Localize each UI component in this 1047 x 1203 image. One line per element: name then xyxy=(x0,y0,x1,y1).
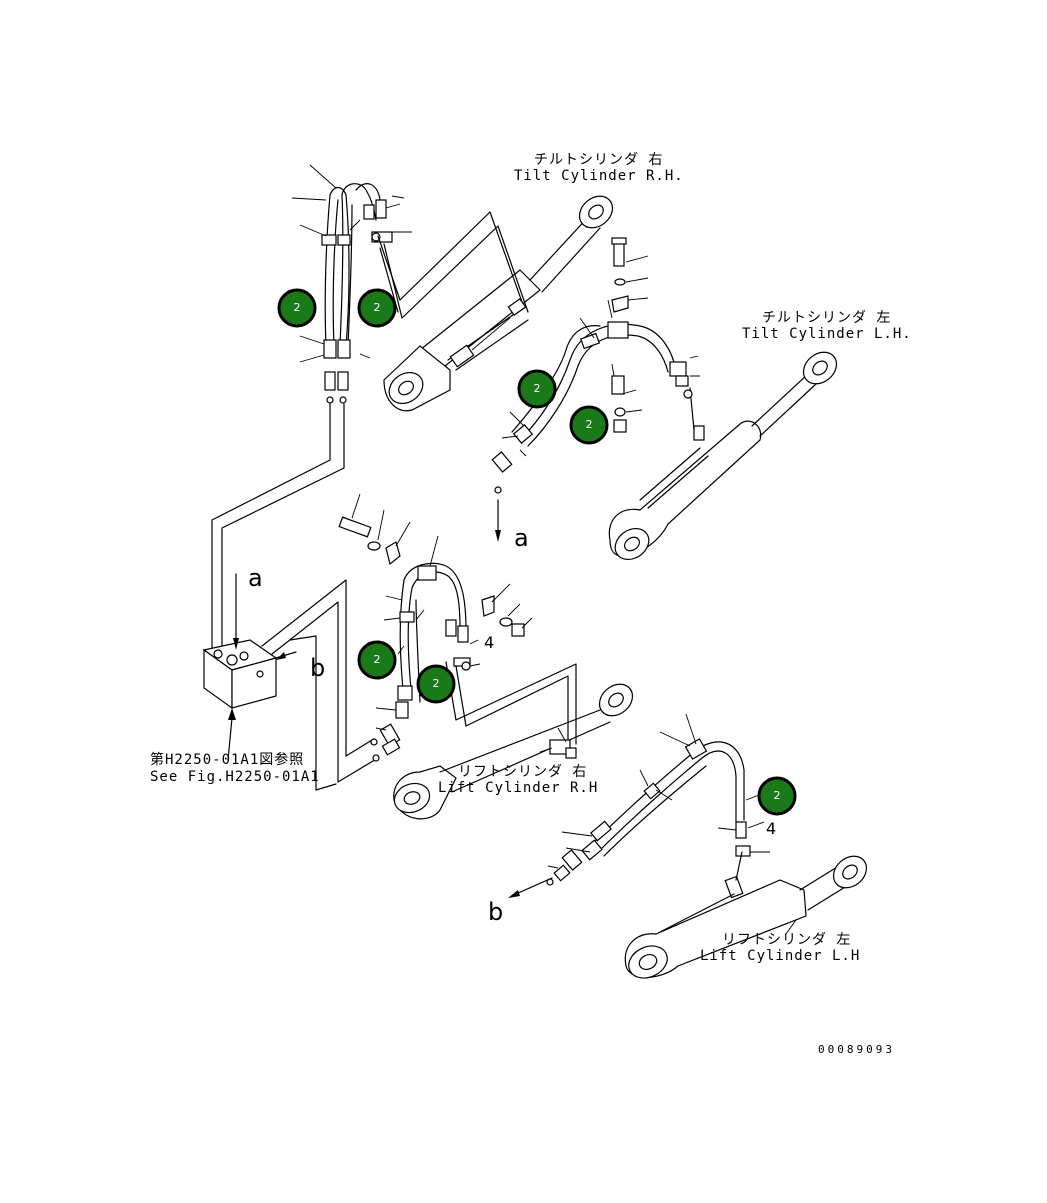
lift-lh-hose-bundle xyxy=(546,713,773,899)
part-marker[interactable]: 2 xyxy=(277,288,317,328)
svg-text:2: 2 xyxy=(294,301,301,314)
part-marker[interactable]: 2 xyxy=(569,405,609,445)
arrow-b-label-lower: b xyxy=(488,898,503,926)
arrow-a-label-upper: a xyxy=(514,524,529,552)
arrow-a-label-lower: a xyxy=(248,564,263,592)
tilt-rh-en-label: Tilt Cylinder R.H. xyxy=(514,168,684,184)
part-number-4-upper: 4 xyxy=(484,633,494,652)
arrow-b-label-upper: b xyxy=(310,654,325,682)
lift-cylinder-rh xyxy=(393,683,634,820)
lift-rh-feed-lines xyxy=(445,661,577,745)
lift-rh-en-label: Lift Cylinder R.H xyxy=(438,780,598,796)
part-marker[interactable]: 2 xyxy=(416,664,456,704)
tilt-rh-jp-label: チルトシリンダ 右 xyxy=(534,152,663,168)
part-marker[interactable]: 2 xyxy=(517,369,557,409)
valve-pipes xyxy=(211,403,379,791)
part-marker[interactable]: 2 xyxy=(757,776,797,816)
svg-text:2: 2 xyxy=(433,677,440,690)
tilt-cylinder-lh xyxy=(608,351,838,561)
svg-text:2: 2 xyxy=(586,418,593,431)
svg-text:2: 2 xyxy=(774,789,781,802)
svg-text:2: 2 xyxy=(534,382,541,395)
tilt-cylinder-rh xyxy=(383,195,614,412)
lift-cylinder-lh xyxy=(624,851,868,979)
tilt-lh-jp-label: チルトシリンダ 左 xyxy=(762,310,891,326)
reference-jp-label: 第H2250-01A1図参照 xyxy=(150,751,304,768)
part-number-4-lower: 4 xyxy=(766,819,776,838)
tilt-lh-hose-bundle xyxy=(491,237,700,494)
lift-lh-en-label: Lift Cylinder L.H xyxy=(700,948,860,964)
control-valve-block xyxy=(202,573,297,761)
arrow-b-lower xyxy=(508,877,553,898)
labels: チルトシリンダ 右 Tilt Cylinder R.H. チルトシリンダ 左 T… xyxy=(150,152,912,1056)
tilt-lh-en-label: Tilt Cylinder L.H. xyxy=(742,326,912,342)
part-marker[interactable]: 2 xyxy=(357,288,397,328)
reference-en-label: See Fig.H2250-01A1 xyxy=(150,769,320,785)
drawing-code: 00089093 xyxy=(818,1043,895,1056)
svg-text:2: 2 xyxy=(374,301,381,314)
lift-rh-jp-label: リフトシリンダ 右 xyxy=(458,764,587,780)
svg-text:2: 2 xyxy=(374,653,381,666)
lift-lh-jp-label: リフトシリンダ 左 xyxy=(722,932,851,948)
marker-group: 2 2 2 2 2 2 2 xyxy=(277,288,797,816)
lift-rh-hose-bundle xyxy=(338,493,533,762)
arrow-a-upper xyxy=(495,499,501,542)
tilt-rh-hose-bundle xyxy=(291,164,412,404)
tilt-rh-feed-lines xyxy=(377,211,529,319)
part-marker[interactable]: 2 xyxy=(357,640,397,680)
